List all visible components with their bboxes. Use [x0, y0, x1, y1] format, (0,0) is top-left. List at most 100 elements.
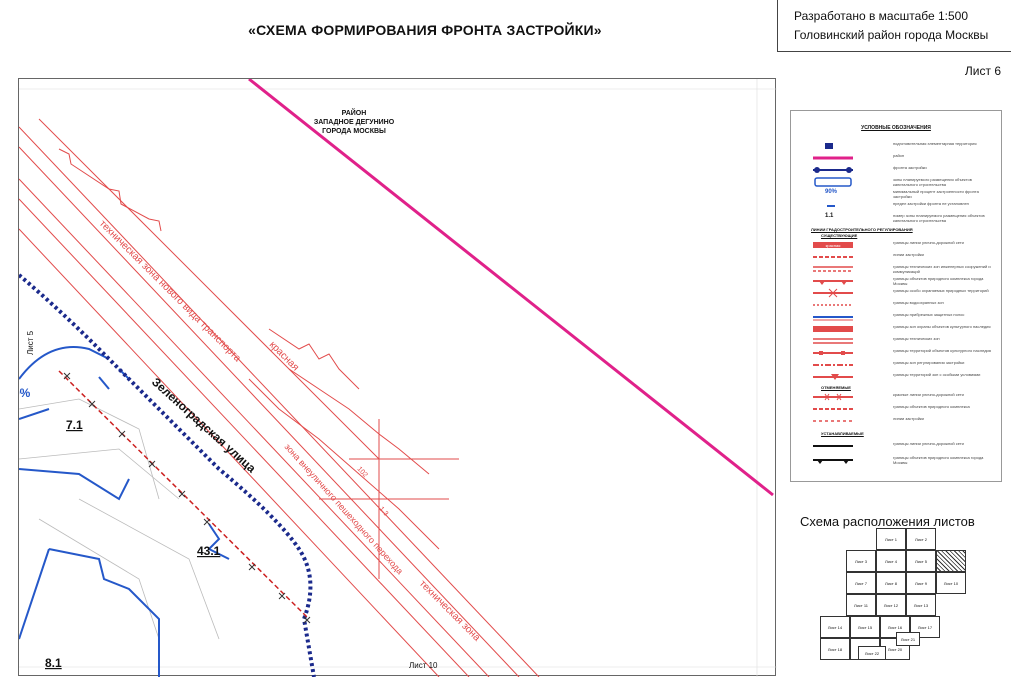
layout-cell: Лист 18	[820, 638, 850, 660]
layout-cell: Лист 2	[906, 528, 936, 550]
red-zone-lines	[19, 118, 540, 677]
bg-grid	[19, 79, 777, 677]
legend-symbol-red	[813, 316, 853, 321]
layout-cell: Лист 13	[906, 594, 936, 616]
legend-subtitle-cancelled: ОТМЕНЯЕМЫЕ	[821, 385, 851, 390]
parcel-label-7-1: 7.1	[66, 418, 83, 432]
layout-scheme-grid: Лист 1 Лист 2 Лист 3 Лист 4 Лист 5 Лист …	[820, 528, 970, 668]
legend-row-red-10: границы зон регулирования застройки	[803, 360, 993, 372]
legend-symbol-percent: 90%	[825, 189, 838, 195]
legend-symbol-red	[813, 408, 853, 410]
legend-text: границы линии улично-дорожной сети	[893, 240, 964, 245]
district-label-line-1: РАЙОН	[342, 108, 367, 117]
legend-text: границы технических зон инженерных соору…	[893, 264, 991, 274]
legend-row-red-13: границы объектов природного комплекса	[803, 404, 993, 416]
legend-row-red-14: линии застройки	[803, 416, 993, 428]
legend-row-red-2: границы технических зон инженерных соору…	[803, 264, 993, 276]
title-stamp: Разработано в масштабе 1:500 Головинский…	[777, 0, 1011, 52]
legend-text: границы объектов природного комплекса го…	[893, 455, 984, 465]
legend-symbol-front	[813, 167, 853, 173]
legend-symbol-black	[813, 459, 853, 464]
scale-text: Разработано в масштабе 1:500	[794, 9, 969, 23]
legend-row-red-3: границы объектов природного комплекса го…	[803, 276, 993, 288]
legend-text: подготовительная элементарная территория	[893, 141, 977, 146]
legend-text: границы прибрежных защитных полос	[893, 312, 965, 317]
layout-cell: Лист 8	[876, 572, 906, 594]
legend-row-red-7: границы зон охраны объектов культурного …	[803, 324, 993, 336]
legend-symbol-zone	[814, 177, 852, 187]
district-boundary-line	[248, 79, 774, 497]
cross-markers	[63, 372, 311, 624]
legend-row-red-11: границы территорий зон с особыми условия…	[803, 372, 993, 384]
legend-row-red-6: границы прибрежных защитных полос	[803, 312, 993, 324]
layout-cell: Лист 4	[876, 550, 906, 572]
building-line-dashed	[58, 370, 310, 620]
map-frame: РАЙОН ЗАПАДНОЕ ДЕГУНИНО ГОРОДА МОСКВЫ Зе…	[18, 78, 777, 677]
layout-cell: Лист 22	[858, 646, 886, 660]
page-title: «СХЕМА ФОРМИРОВАНИЯ ФРОНТА ЗАСТРОЙКИ»	[248, 22, 602, 38]
legend-text: границы территорий зон с особыми условия…	[893, 372, 981, 377]
legend-text: минимальный процент застроенности фронта…	[893, 189, 979, 199]
layout-cell: Лист 9	[906, 572, 936, 594]
layout-scheme-title: Схема расположения листов	[800, 514, 975, 529]
legend-row-red-5: границы водоохранных зон	[803, 300, 993, 312]
zone-label-red: красная	[267, 339, 301, 373]
layout-cell: Лист 11	[846, 594, 876, 616]
legend-text: границы линии улично-дорожной сети	[893, 441, 964, 446]
legend-subtitle-existing: СУЩЕСТВУЮЩИЕ	[821, 233, 858, 238]
legend-symbol-red	[813, 266, 853, 272]
legend-text: линии застройки	[893, 416, 924, 421]
legend-row-est-1: границы объектов природного комплекса го…	[803, 455, 993, 467]
legend-symbol-red	[813, 420, 853, 422]
legend-symbol-red	[813, 351, 853, 355]
parcel-label-43-1: 43.1	[197, 544, 221, 558]
legend-symbol-red	[813, 364, 853, 366]
legend-row-zone: зоны планируемого размещения объектов ка…	[803, 177, 993, 189]
zone-number-1: 102	[356, 466, 369, 479]
legend-text: границы объектов природного комплекса	[893, 404, 970, 409]
legend-text: район	[893, 153, 905, 158]
legend-symbol-red	[813, 288, 853, 298]
legend-row-est-0: границы линии улично-дорожной сети	[803, 441, 993, 453]
legend-text: границы объектов природного комплекса го…	[893, 276, 984, 286]
layout-cell: Лист 12	[876, 594, 906, 616]
street-label: Зеленоградская улица	[149, 375, 259, 476]
parcel-boundaries	[19, 346, 230, 677]
sheet-label: Лист 6	[964, 64, 1001, 78]
legend-text: линии застройки	[893, 252, 924, 257]
legend-row-percent: 90% минимальный процент застроенности фр…	[803, 189, 993, 201]
building-front-dotted-line	[19, 273, 316, 677]
legend-symbol-red	[813, 326, 853, 332]
legend-text: предел застройки фронта не установлен	[893, 201, 969, 206]
legend-symbol-red	[813, 280, 853, 285]
layout-cell-current	[936, 550, 966, 572]
legend-title: УСЛОВНЫЕ ОБОЗНАЧЕНИЯ	[861, 125, 931, 131]
legend-text: красные линии улично-дорожной сети	[893, 392, 964, 397]
legend-text: границы территорий объектов культурного …	[893, 348, 991, 353]
layout-cell: Лист 7	[846, 572, 876, 594]
parcel-label-8-1: 8.1	[45, 656, 62, 670]
legend-symbol-red	[813, 393, 853, 401]
district-label: РАЙОН ЗАПАДНОЕ ДЕГУНИНО ГОРОДА МОСКВЫ	[314, 108, 395, 135]
district-text: Головинский район города Москвы	[794, 28, 989, 42]
layout-cell: Лист 14	[820, 616, 850, 638]
district-label-line-3: ГОРОДА МОСКВЫ	[322, 128, 386, 135]
legend-symbol-dash	[827, 205, 835, 207]
legend-row-red-8: границы технических зон	[803, 336, 993, 348]
legend-text: границы особо охраняемых природных терри…	[893, 288, 989, 293]
legend-box: УСЛОВНЫЕ ОБОЗНАЧЕНИЯ подготовительная эл…	[790, 110, 1002, 482]
legend-symbol-number: 1.1	[825, 213, 834, 219]
building-outlines	[19, 398, 220, 640]
zone-number-2: 1.3	[378, 506, 390, 518]
legend-row-number: 1.1 номер зоны планируемого размещения о…	[803, 213, 993, 225]
legend-text: границы технических зон	[893, 336, 940, 341]
legend-text: границы зон регулирования застройки	[893, 360, 965, 365]
legend-text: границы зон охраны объектов культурного …	[893, 324, 991, 329]
legend-symbol-red: красная	[813, 242, 853, 248]
layout-cell: Лист 5	[906, 550, 936, 572]
legend-symbol-black	[813, 445, 853, 447]
legend-subtitle-established: УСТАНАВЛИВАЕМЫЕ	[821, 431, 864, 436]
layout-cell: Лист 15	[850, 616, 880, 638]
legend-row-red-4: границы особо охраняемых природных терри…	[803, 288, 993, 300]
legend-text: зоны планируемого размещения объектов ка…	[893, 177, 972, 187]
